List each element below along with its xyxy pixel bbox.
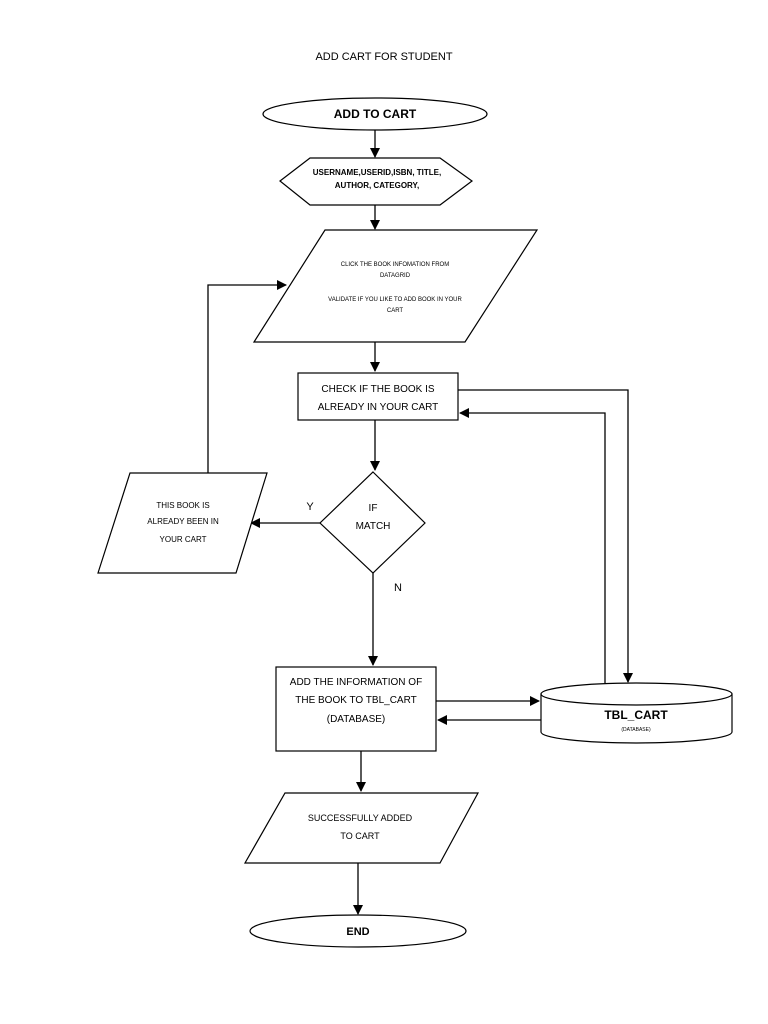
select-book-io (252, 229, 539, 343)
select-label-1: CLICK THE BOOK INFOMATION FROM (341, 262, 449, 268)
input-label-1: USERNAME,USERID,ISBN, TITLE, (313, 168, 441, 177)
add-label-2: THE BOOK TO TBL_CART (295, 695, 417, 706)
success-label-1: SUCCESSFULLY ADDED (308, 813, 413, 823)
check-label-1: CHECK IF THE BOOK IS (321, 384, 434, 395)
db-name: TBL_CART (604, 708, 668, 722)
decision-label-1: IF (369, 503, 378, 514)
decision-label-2: MATCH (356, 521, 391, 532)
input-label-2: AUTHOR, CATEGORY, (335, 181, 419, 190)
arrow-check-db (458, 389, 633, 683)
add-label-3: (DATABASE) (327, 714, 386, 725)
select-label-4: CART (387, 308, 404, 314)
diagram-title: ADD CART FOR STUDENT (315, 51, 452, 63)
select-label-2: DATAGRID (380, 273, 411, 279)
yes-label: Y (306, 501, 314, 513)
end-label: END (346, 926, 369, 938)
check-label-2: ALREADY IN YOUR CART (318, 402, 439, 413)
arrow-db-check (459, 408, 606, 683)
add-to-cart-process (275, 666, 437, 752)
check-cart-process (297, 372, 459, 421)
input-preparation (279, 157, 474, 206)
no-label: N (394, 582, 402, 594)
select-label-3: VALIDATE IF YOU LIKE TO ADD BOOK IN YOUR (328, 297, 462, 303)
tbl-cart-database (540, 682, 733, 744)
arrow-loop-back (207, 280, 287, 473)
exists-label-3: YOUR CART (160, 535, 207, 544)
add-label-1: ADD THE INFORMATION OF (290, 677, 422, 688)
exists-label-2: ALREADY BEEN IN (147, 517, 219, 526)
success-label-2: TO CART (340, 831, 380, 841)
end-terminator (249, 914, 467, 948)
db-subtitle: (DATABASE) (621, 727, 651, 733)
already-in-cart-io (97, 472, 268, 574)
start-label: ADD TO CART (334, 107, 417, 121)
success-io (243, 792, 480, 864)
exists-label-1: THIS BOOK IS (156, 501, 209, 510)
